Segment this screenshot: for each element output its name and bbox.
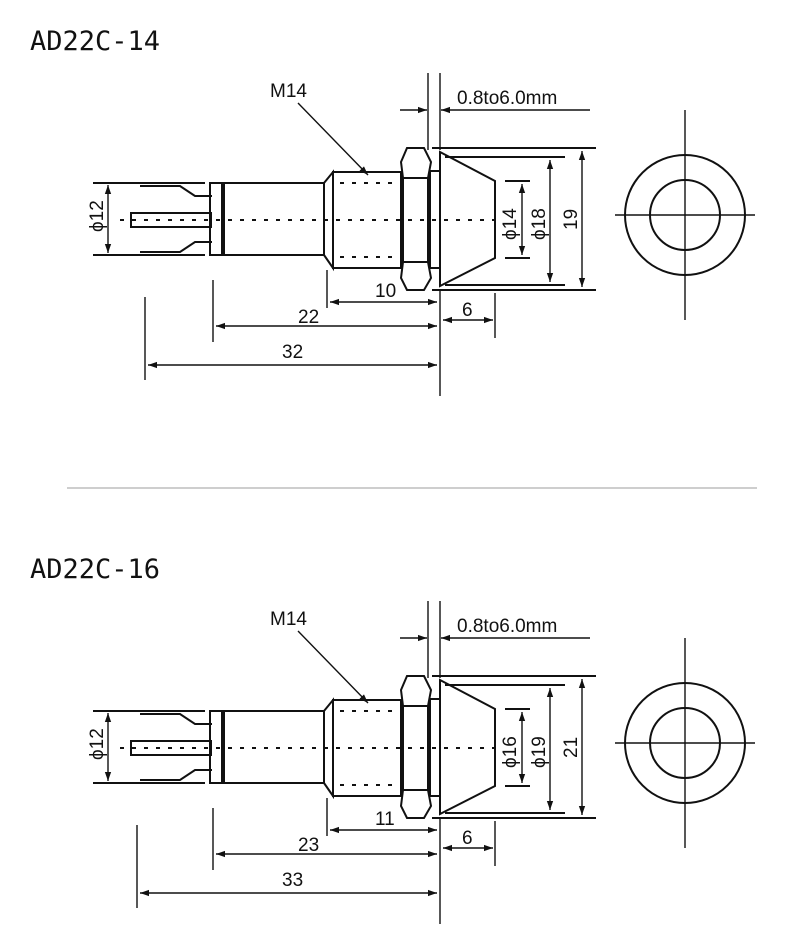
thread-section bbox=[332, 699, 402, 797]
nut-height-label: 21 bbox=[561, 737, 582, 758]
terminal-pin-top bbox=[140, 185, 212, 197]
diagram-ad22c-16: AD22C-16 ϕ12 ϕ16 ϕ19 21 M14 0.8to6.0mm 11 6 23 33 bbox=[30, 554, 755, 924]
terminal-pin-bottom bbox=[140, 769, 212, 781]
terminal-pin-bottom bbox=[140, 241, 212, 253]
thread-label: M14 bbox=[270, 81, 307, 102]
panel-thickness-label: 0.8to6.0mm bbox=[457, 616, 557, 637]
body-length-label: 22 bbox=[298, 307, 319, 328]
bezel-cap bbox=[439, 678, 496, 816]
thread-length-label: 11 bbox=[375, 809, 395, 830]
thread-section bbox=[332, 171, 402, 269]
bezel-diameter-label: ϕ18 bbox=[529, 208, 550, 240]
lens-diameter-label: ϕ14 bbox=[500, 208, 521, 240]
body-diameter-label: ϕ12 bbox=[87, 200, 108, 232]
body-cylinder bbox=[223, 182, 325, 256]
hex-nut bbox=[399, 147, 433, 291]
panel-thickness-label: 0.8to6.0mm bbox=[457, 88, 557, 109]
thread-leader-arrow bbox=[297, 102, 369, 176]
thread-leader-arrow bbox=[297, 630, 369, 704]
model-title: AD22C-14 bbox=[30, 26, 160, 57]
overall-length-label: 33 bbox=[282, 870, 303, 891]
hex-nut bbox=[399, 675, 433, 819]
overall-length-label: 32 bbox=[282, 342, 303, 363]
body-length-label: 23 bbox=[298, 835, 319, 856]
body-diameter-label: ϕ12 bbox=[87, 728, 108, 760]
lens-diameter-label: ϕ16 bbox=[500, 736, 521, 768]
bezel-cap bbox=[439, 150, 496, 288]
bezel-depth-label: 6 bbox=[462, 828, 473, 849]
thread-length-label: 10 bbox=[375, 281, 396, 302]
body-cylinder bbox=[223, 710, 325, 784]
diagram-ad22c-14: AD22C-14 ϕ12 ϕ14 ϕ18 19 M14 0.8to6.0mm 10 6 22 32 bbox=[30, 26, 755, 396]
thread-label: M14 bbox=[270, 609, 307, 630]
model-title: AD22C-16 bbox=[30, 554, 160, 585]
nut-height-label: 19 bbox=[561, 209, 582, 230]
terminal-pin-top bbox=[140, 713, 212, 725]
bezel-depth-label: 6 bbox=[462, 300, 473, 321]
bezel-diameter-label: ϕ19 bbox=[529, 736, 550, 768]
